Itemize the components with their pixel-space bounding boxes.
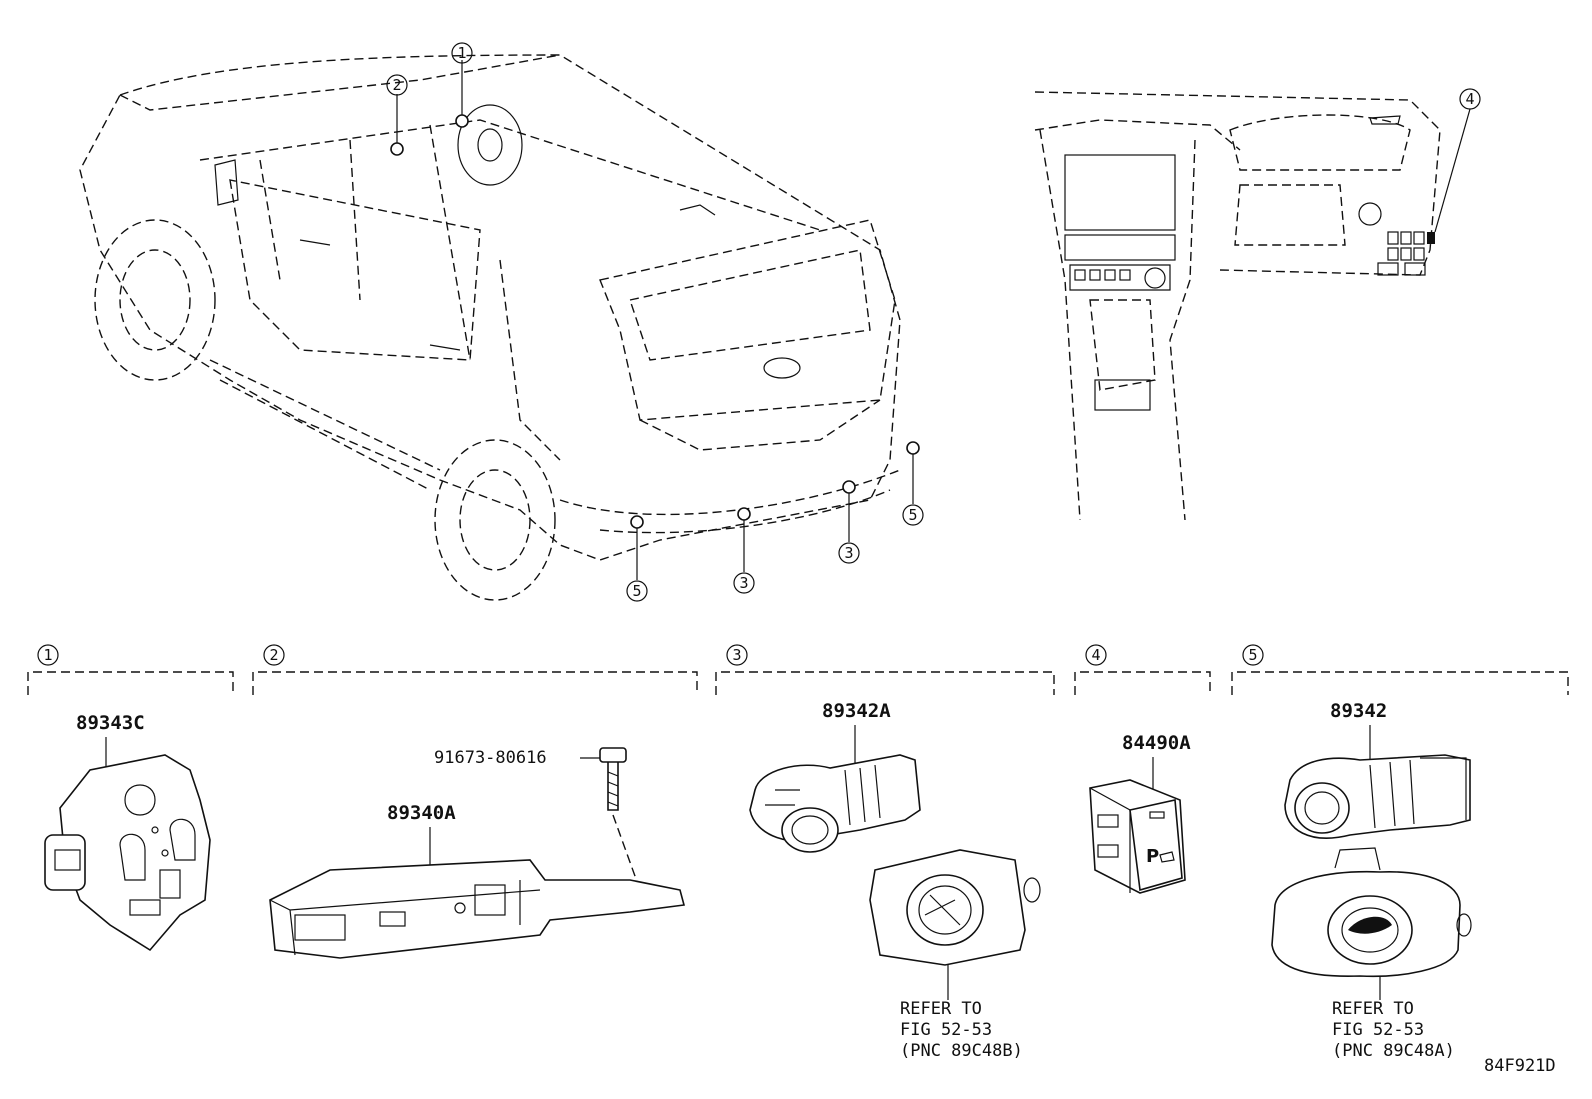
note-3-line-3: (PNC 89C48B)	[900, 1041, 1023, 1061]
part-number-89342a: 89342A	[822, 700, 891, 722]
part-89342a: 89342A REFER TO FIG 52-53 (PNC 89C48B)	[749, 700, 1041, 1061]
section-number-3: 3	[732, 646, 741, 664]
vehicle-illustration	[79, 54, 901, 601]
section-number-4: 4	[1091, 646, 1100, 664]
marker-label-5a: 5	[632, 582, 641, 600]
marker-label-4: 4	[1465, 90, 1474, 108]
part-84490a: 84490A P	[1089, 732, 1191, 894]
section-number-1: 1	[43, 646, 52, 664]
marker-label-3a: 3	[739, 574, 748, 592]
part-89342: 89342 REFER TO FIG 52-53 (PNC 89C48A)	[1271, 700, 1472, 1061]
part-89343c: 89343C	[44, 712, 211, 952]
part-number-91673-80616: 91673-80616	[434, 748, 547, 768]
part-number-89342: 89342	[1330, 700, 1387, 722]
marker-label-2: 2	[392, 76, 401, 94]
location-markers: 1 2 3 3 5 5	[386, 42, 924, 602]
note-5-line-3: (PNC 89C48A)	[1332, 1041, 1455, 1061]
marker-label-3b: 3	[844, 544, 853, 562]
part-89340a: 91673-80616 89340A	[269, 747, 686, 959]
note-3-line-2: FIG 52-53	[900, 1020, 992, 1040]
dashboard-illustration: 4	[1034, 88, 1481, 521]
marker-label-1: 1	[457, 44, 466, 62]
section-number-5: 5	[1248, 646, 1257, 664]
note-5-line-2: FIG 52-53	[1332, 1020, 1424, 1040]
section-headers: 1 2 3 4 5	[27, 644, 1569, 695]
switch-p-icon: P	[1146, 846, 1159, 867]
part-number-89343c: 89343C	[76, 712, 145, 734]
part-number-84490a: 84490A	[1122, 732, 1191, 754]
section-number-2: 2	[269, 646, 278, 664]
marker-label-5b: 5	[908, 506, 917, 524]
note-3-line-1: REFER TO	[900, 999, 982, 1019]
note-5-line-1: REFER TO	[1332, 999, 1414, 1019]
diagram-code: 84F921D	[1484, 1056, 1556, 1076]
part-number-89340a: 89340A	[387, 802, 456, 824]
